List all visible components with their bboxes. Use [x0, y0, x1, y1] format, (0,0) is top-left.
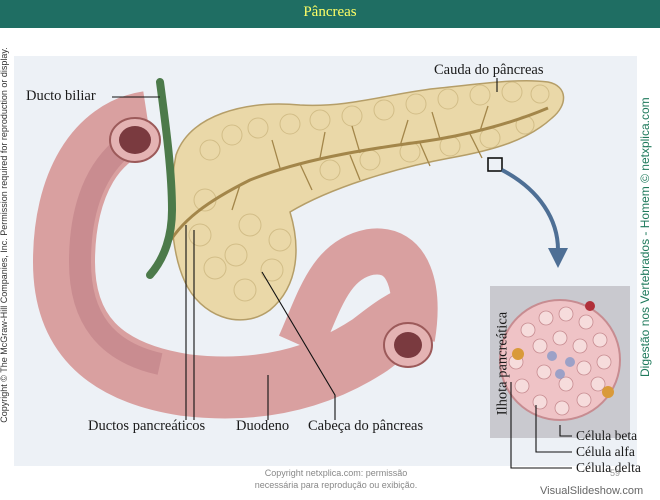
- credit-line-1: Copyright netxplica.com: permissão: [264, 468, 408, 478]
- copyright-side-text: Copyright © The McGraw-Hill Companies, I…: [0, 47, 9, 423]
- jejunum: [278, 228, 438, 355]
- label-celula-beta: Célula beta: [576, 428, 638, 443]
- page-number: 59: [610, 468, 621, 478]
- page-title: Pâncreas: [303, 4, 357, 20]
- leader-cabeca: [261, 271, 336, 420]
- brand-watermark[interactable]: VisualSlideshow.com: [540, 485, 644, 497]
- netxplica-side-text: Digestão nos Vertebrados - Homem © netxp…: [638, 97, 652, 377]
- islet-location-box: [487, 157, 503, 172]
- label-celula-delta: Célula delta: [576, 460, 641, 475]
- label-cauda-do-pancreas: Cauda do pâncreas: [434, 62, 544, 78]
- credit-line-2: necessária para reprodução ou exibição.: [254, 480, 418, 490]
- label-ductos-pancreaticos: Ductos pancreáticos: [88, 418, 206, 434]
- label-ducto-biliar: Ducto biliar: [26, 88, 96, 104]
- leader-celula-beta: [559, 425, 572, 437]
- pancreatic-duct: [163, 106, 549, 251]
- label-ilhota-pancreatica: Ilhota pancreática: [494, 311, 511, 416]
- duodenum: [32, 91, 424, 419]
- pancreas-body: [170, 79, 565, 321]
- label-cabeca-do-pancreas: Cabeça do pâncreas: [308, 418, 424, 434]
- footer-credit: Copyright netxplica.com: permissão neces…: [236, 467, 436, 491]
- title-bar: Pâncreas: [0, 0, 660, 28]
- bile-duct: [146, 78, 177, 279]
- zoom-arrow: [501, 168, 560, 251]
- label-celula-alfa: Célula alfa: [576, 444, 635, 459]
- label-duodeno: Duodeno: [236, 418, 290, 434]
- leader-celula-alfa: [535, 405, 572, 453]
- leader-celula-delta: [510, 382, 572, 469]
